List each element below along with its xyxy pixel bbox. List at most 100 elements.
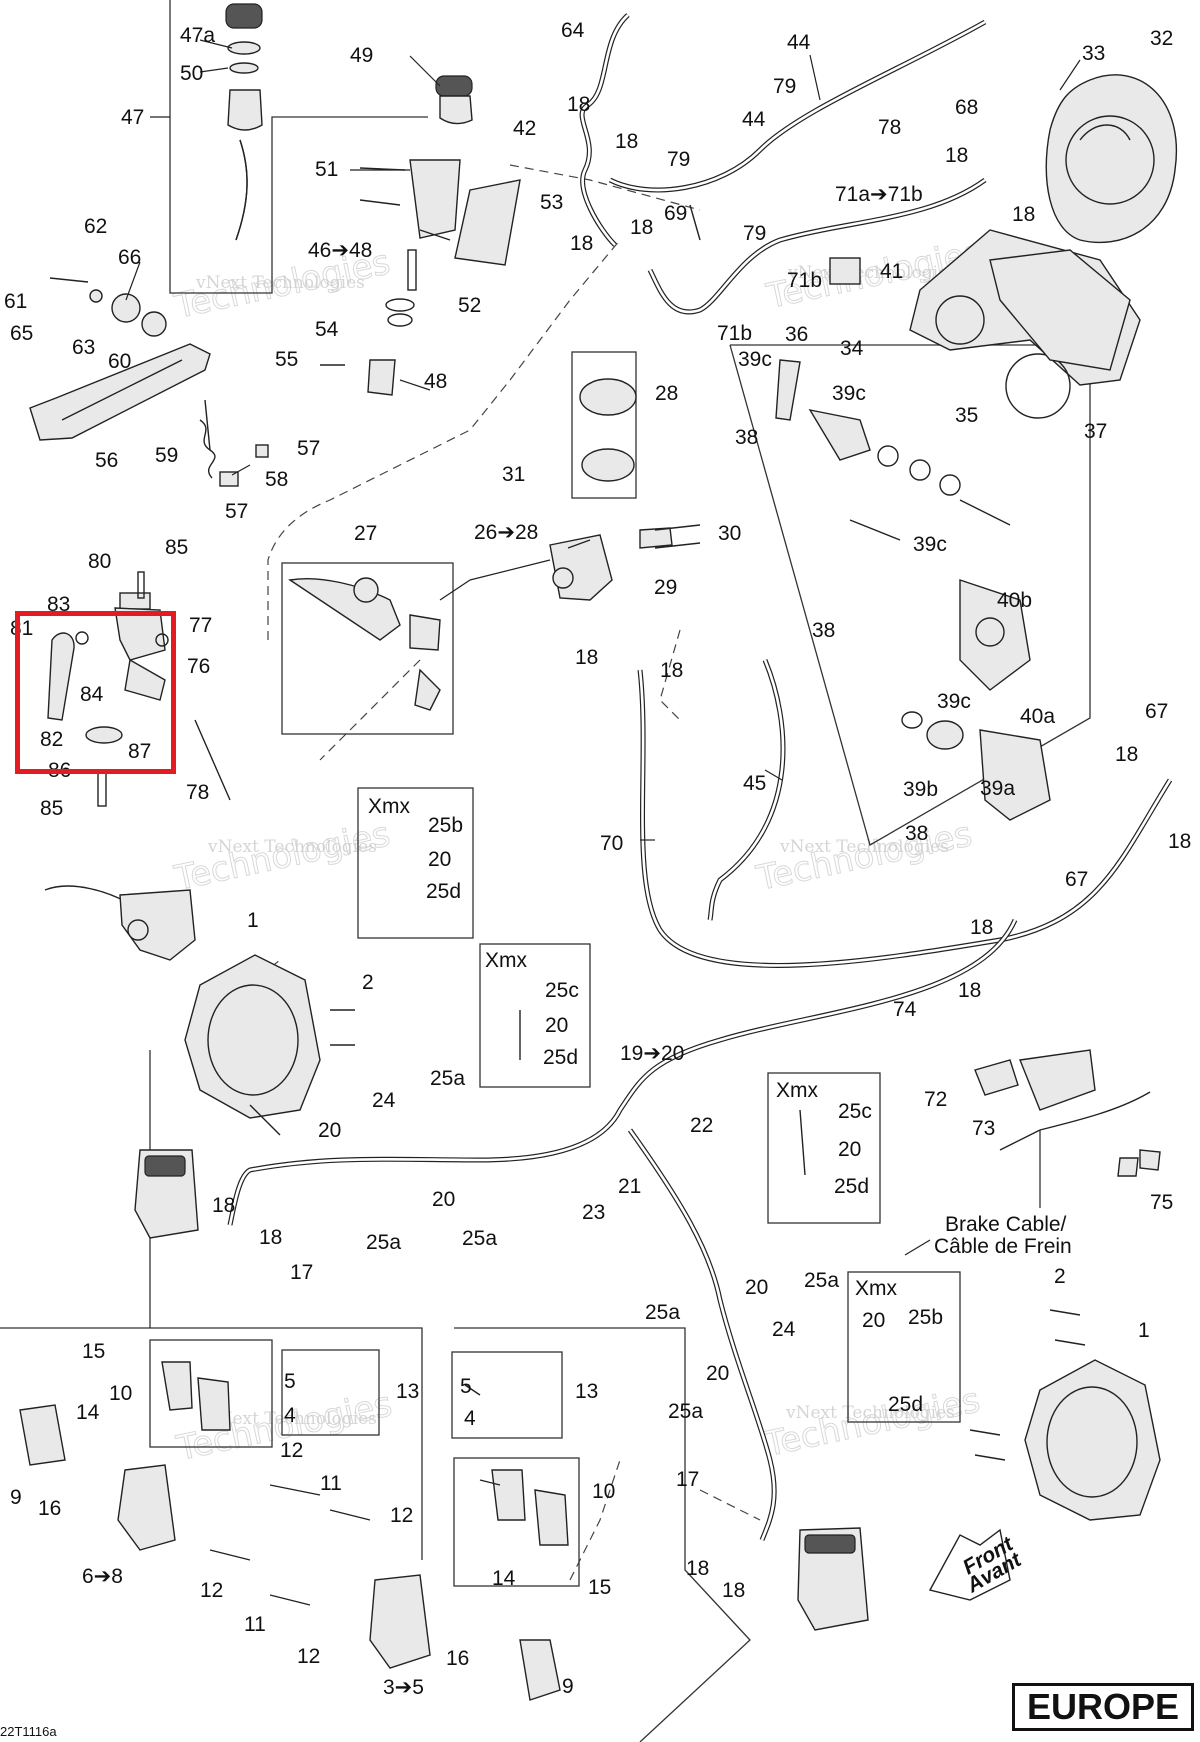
callout: 64 xyxy=(561,19,585,42)
callout: 77 xyxy=(189,614,212,637)
callout: 38 xyxy=(905,822,928,845)
watermark-text: vNext Technologies xyxy=(207,837,377,857)
callout: 3➔5 xyxy=(383,1676,424,1699)
callout: 18 xyxy=(212,1194,235,1217)
callout: 21 xyxy=(618,1175,641,1198)
callout: 70 xyxy=(600,832,623,855)
callout: 20 xyxy=(432,1188,455,1211)
xmx-box-1 xyxy=(357,787,474,939)
callout: 18 xyxy=(1115,743,1138,766)
brake-cable-label: Câble de Frein xyxy=(934,1235,1072,1258)
rear-caliper-exploded xyxy=(775,359,1051,821)
callout: 6➔8 xyxy=(82,1565,123,1588)
callout: 25d xyxy=(888,1393,923,1416)
callout: 61 xyxy=(4,290,27,313)
callout: 62 xyxy=(84,215,107,238)
callout: 44 xyxy=(742,108,766,131)
callout: 84 xyxy=(80,683,104,706)
callout: 16 xyxy=(38,1497,61,1520)
group-boxes xyxy=(0,0,1091,1742)
callout: 81 xyxy=(10,617,33,640)
callout: 39b xyxy=(903,778,938,801)
callout: 5 xyxy=(284,1370,296,1393)
callout: 55 xyxy=(275,348,298,371)
callout: 22 xyxy=(690,1114,713,1137)
callout: 9 xyxy=(562,1675,574,1698)
callout: 20 xyxy=(545,1014,568,1037)
callout: 2 xyxy=(362,971,374,994)
callout: 12 xyxy=(390,1504,413,1527)
callout: 4 xyxy=(284,1404,296,1427)
callout: 1 xyxy=(247,909,259,932)
callout: 50 xyxy=(180,62,203,85)
callout: 20 xyxy=(745,1276,768,1299)
callout: 18 xyxy=(630,216,653,239)
callout: 26➔28 xyxy=(474,521,538,544)
callout: 23 xyxy=(582,1201,605,1224)
callout: 9 xyxy=(10,1486,22,1509)
callout: 18 xyxy=(722,1579,745,1602)
callout: 38 xyxy=(735,426,758,449)
callout: 47a xyxy=(180,24,215,47)
callout: 20 xyxy=(706,1362,729,1385)
callout: 18 xyxy=(945,144,968,167)
callout: 31 xyxy=(502,463,525,486)
callout: 42 xyxy=(513,117,536,140)
callout: 18 xyxy=(570,232,593,255)
callout: 25a xyxy=(462,1227,497,1250)
callout: 48 xyxy=(424,370,447,393)
callout: 11 xyxy=(244,1613,266,1636)
xmx-box-4 xyxy=(847,1271,961,1423)
callout: 85 xyxy=(165,536,188,559)
callout: 56 xyxy=(95,449,118,472)
callout: 86 xyxy=(48,759,71,782)
callout: 18 xyxy=(958,979,981,1002)
callout: 51 xyxy=(315,158,338,181)
callout: 41 xyxy=(880,260,903,283)
callout: 25c xyxy=(838,1100,872,1123)
xmx-label: Xmx xyxy=(776,1079,819,1102)
callout: 71a➔71b xyxy=(835,183,923,206)
brake-pedal-assembly xyxy=(29,277,269,487)
callout: 35 xyxy=(955,404,978,427)
callout: 69 xyxy=(664,202,687,225)
callout: 12 xyxy=(297,1645,320,1668)
callout: 36 xyxy=(785,323,808,346)
callout: 5 xyxy=(460,1375,472,1398)
callout: 27 xyxy=(354,522,377,545)
callout: 14 xyxy=(76,1401,100,1424)
front-direction-arrow: Front Avant xyxy=(928,1528,1026,1601)
callout: 66 xyxy=(118,246,141,269)
callout: 17 xyxy=(676,1468,699,1491)
callout: 44 xyxy=(787,31,811,54)
callout: 57 xyxy=(297,437,320,460)
callout: 82 xyxy=(40,728,63,751)
front-calipers xyxy=(19,1149,869,1701)
callout: 2 xyxy=(1054,1265,1066,1288)
watermark-text: Technologies xyxy=(753,814,976,899)
pin-kit-box-right xyxy=(451,1351,563,1439)
callout: 20 xyxy=(318,1119,341,1142)
callout: 39a xyxy=(980,777,1015,800)
callout: 65 xyxy=(10,322,33,345)
callout: 11 xyxy=(320,1472,342,1495)
callout: 25d xyxy=(426,880,461,903)
callout: 38 xyxy=(812,619,835,642)
pin-kit-box-left xyxy=(281,1349,380,1436)
callout: 63 xyxy=(72,336,95,359)
callout: 83 xyxy=(47,593,70,616)
callout: 71b xyxy=(717,322,752,345)
hardware-bolts xyxy=(209,167,1086,1606)
callout: 30 xyxy=(718,522,741,545)
callout: 25a xyxy=(366,1231,401,1254)
callout: 18 xyxy=(567,93,590,116)
watermark-text: Technologies xyxy=(171,814,394,899)
callout: 18 xyxy=(970,916,993,939)
callout: 24 xyxy=(772,1318,796,1341)
callout: 18 xyxy=(660,659,683,682)
callout: 25b xyxy=(428,814,463,837)
callout: 1 xyxy=(1138,1319,1150,1342)
callout: 20 xyxy=(862,1309,885,1332)
callout: 73 xyxy=(972,1117,995,1140)
